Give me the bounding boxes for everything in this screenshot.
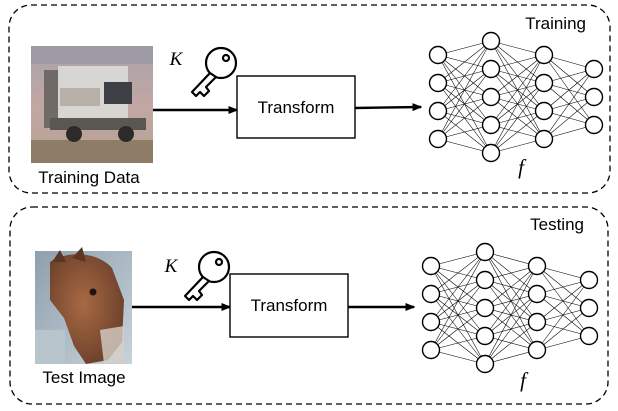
network-neuron: [421, 256, 441, 276]
network-neuron: [481, 31, 501, 51]
network-neuron: [579, 270, 599, 290]
network-connection: [437, 40, 492, 140]
network-neuron: [534, 129, 554, 149]
testing-panel-title: Testing: [530, 215, 584, 234]
network-connection: [536, 279, 590, 351]
network-connection: [490, 54, 545, 126]
network-neuron: [475, 242, 495, 262]
training-transform-box: [236, 75, 356, 139]
network-neuron: [527, 284, 547, 304]
network-connection: [543, 68, 595, 140]
network-connection: [536, 279, 590, 323]
training-neural-network: [428, 31, 604, 163]
network-connection: [484, 265, 538, 337]
network-connection: [430, 307, 486, 351]
network-connection: [484, 321, 538, 365]
network-connection: [484, 265, 538, 309]
network-neuron: [584, 115, 604, 135]
training-transform-label: Transform: [258, 98, 335, 117]
network-neuron: [428, 129, 448, 149]
network-connection: [490, 110, 545, 154]
network-neuron: [584, 87, 604, 107]
training-panel-frame: [8, 4, 611, 194]
network-connection: [430, 279, 486, 351]
network-neuron: [534, 73, 554, 93]
network-neuron: [579, 298, 599, 318]
network-neuron: [428, 45, 448, 65]
network-neuron: [475, 326, 495, 346]
network-neuron: [481, 143, 501, 163]
network-neuron: [428, 101, 448, 121]
testing-transform-label: Transform: [251, 296, 328, 315]
network-neuron: [527, 256, 547, 276]
network-neuron: [527, 340, 547, 360]
training-network-symbol: f: [518, 155, 527, 179]
network-connection: [543, 96, 595, 140]
network-neuron: [421, 284, 441, 304]
testing-panel-frame: [9, 206, 609, 405]
network-connection: [484, 265, 538, 365]
key-icon: [183, 250, 231, 302]
network-connection: [490, 82, 545, 154]
network-connection: [437, 40, 492, 112]
network-neuron: [421, 340, 441, 360]
network-neuron: [475, 354, 495, 374]
key-icon: [190, 46, 238, 98]
network-connection: [430, 251, 486, 323]
network-neuron: [481, 59, 501, 79]
network-neuron: [527, 312, 547, 332]
network-neuron: [475, 270, 495, 290]
testing-key-symbol: K: [164, 256, 179, 277]
network-neuron: [584, 59, 604, 79]
network-neuron: [481, 87, 501, 107]
network-connection: [484, 293, 538, 365]
network-connection: [437, 68, 492, 140]
network-connection: [490, 54, 545, 98]
network-connection: [536, 307, 590, 351]
training-data-image: [31, 46, 153, 163]
network-connection: [430, 349, 486, 365]
network-connection: [543, 68, 595, 112]
testing-transform-box: [229, 273, 349, 338]
training-key-symbol: K: [169, 49, 184, 70]
network-neuron: [534, 101, 554, 121]
test-image: [35, 247, 132, 364]
network-neuron: [421, 312, 441, 332]
training-panel: Training Training Data K Transform f: [8, 4, 611, 194]
training-data-caption: Training Data: [38, 168, 140, 187]
network-connection: [437, 40, 492, 84]
network-connection: [490, 54, 545, 154]
training-output-arrow: [354, 103, 423, 112]
testing-network-symbol: f: [520, 368, 529, 392]
network-neuron: [534, 45, 554, 65]
network-connection: [437, 96, 492, 140]
testing-panel: Testing Test Image K Transform f: [9, 206, 609, 405]
testing-neural-network: [421, 242, 599, 374]
network-connection: [430, 251, 486, 295]
training-panel-title: Training: [525, 14, 586, 33]
network-neuron: [579, 326, 599, 346]
test-image-caption: Test Image: [42, 368, 125, 387]
network-connection: [430, 251, 486, 351]
network-neuron: [475, 298, 495, 318]
network-neuron: [481, 115, 501, 135]
network-connection: [430, 335, 486, 351]
network-connection: [430, 251, 486, 267]
network-neuron: [428, 73, 448, 93]
